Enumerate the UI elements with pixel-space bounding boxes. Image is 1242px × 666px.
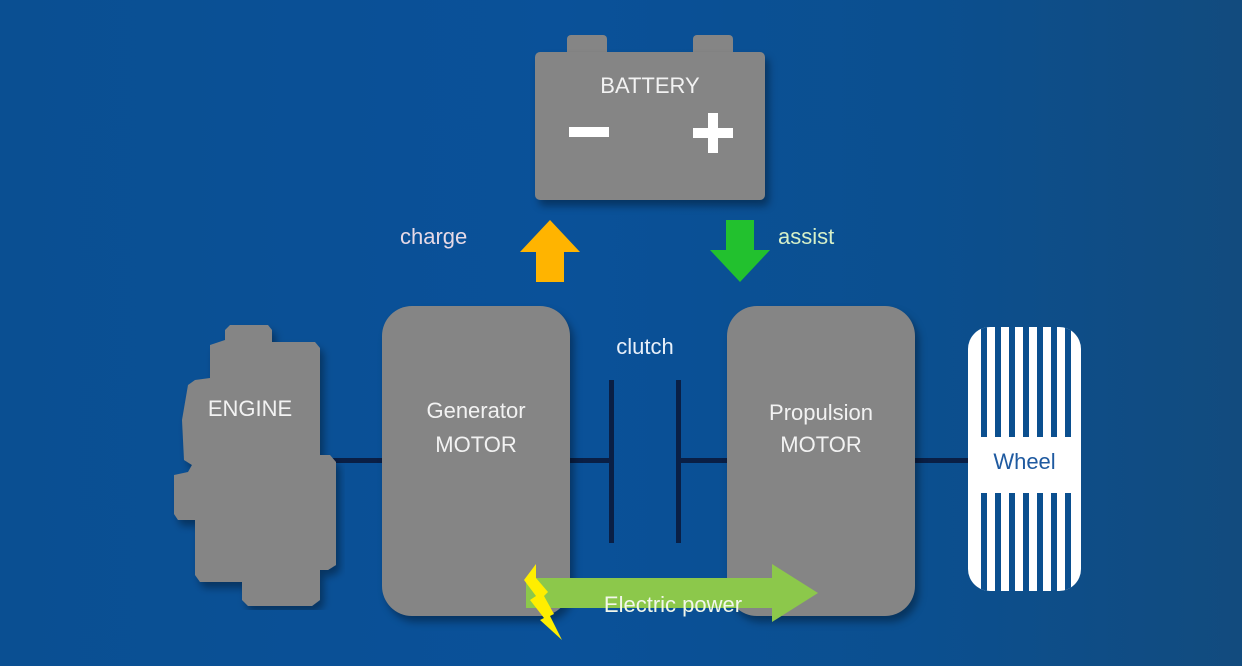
propulsion-label-line2: MOTOR (780, 432, 862, 457)
clutch-plate-right (676, 380, 681, 543)
electric-power-label: Electric power (603, 592, 743, 617)
battery-terminal-negative (567, 35, 607, 57)
battery: BATTERY (535, 35, 765, 200)
propulsion-label-line1: Propulsion (769, 400, 873, 425)
clutch-label: clutch (616, 334, 674, 359)
generator-motor (382, 306, 570, 616)
battery-terminal-positive (693, 35, 733, 57)
wheel: Wheel (968, 327, 1081, 591)
charge-arrow-icon (520, 220, 580, 282)
lightning-icon (524, 564, 562, 640)
engine-block (174, 325, 336, 606)
wheel-tread-top (981, 327, 1071, 437)
generator-label-line2: MOTOR (435, 432, 517, 457)
propulsion-wheel-shaft (910, 458, 972, 463)
plus-icon (693, 113, 733, 153)
generator-label-line1: Generator (426, 398, 526, 423)
electric-power-arrow-icon (526, 564, 818, 622)
generator-clutch-shaft (565, 458, 613, 463)
engine-label: ENGINE (207, 396, 293, 421)
charge-label: charge (400, 224, 468, 249)
minus-icon (569, 127, 609, 137)
wheel-label: Wheel (993, 449, 1056, 474)
battery-label: BATTERY (600, 73, 700, 98)
engine-generator-shaft (330, 458, 390, 463)
clutch-plate-left (609, 380, 614, 543)
battery-body (535, 52, 765, 200)
propulsion-motor (727, 306, 915, 616)
assist-arrow-icon (710, 220, 770, 282)
assist-label: assist (778, 224, 835, 249)
wheel-tread-bottom (981, 493, 1071, 591)
clutch-propulsion-shaft (680, 458, 730, 463)
